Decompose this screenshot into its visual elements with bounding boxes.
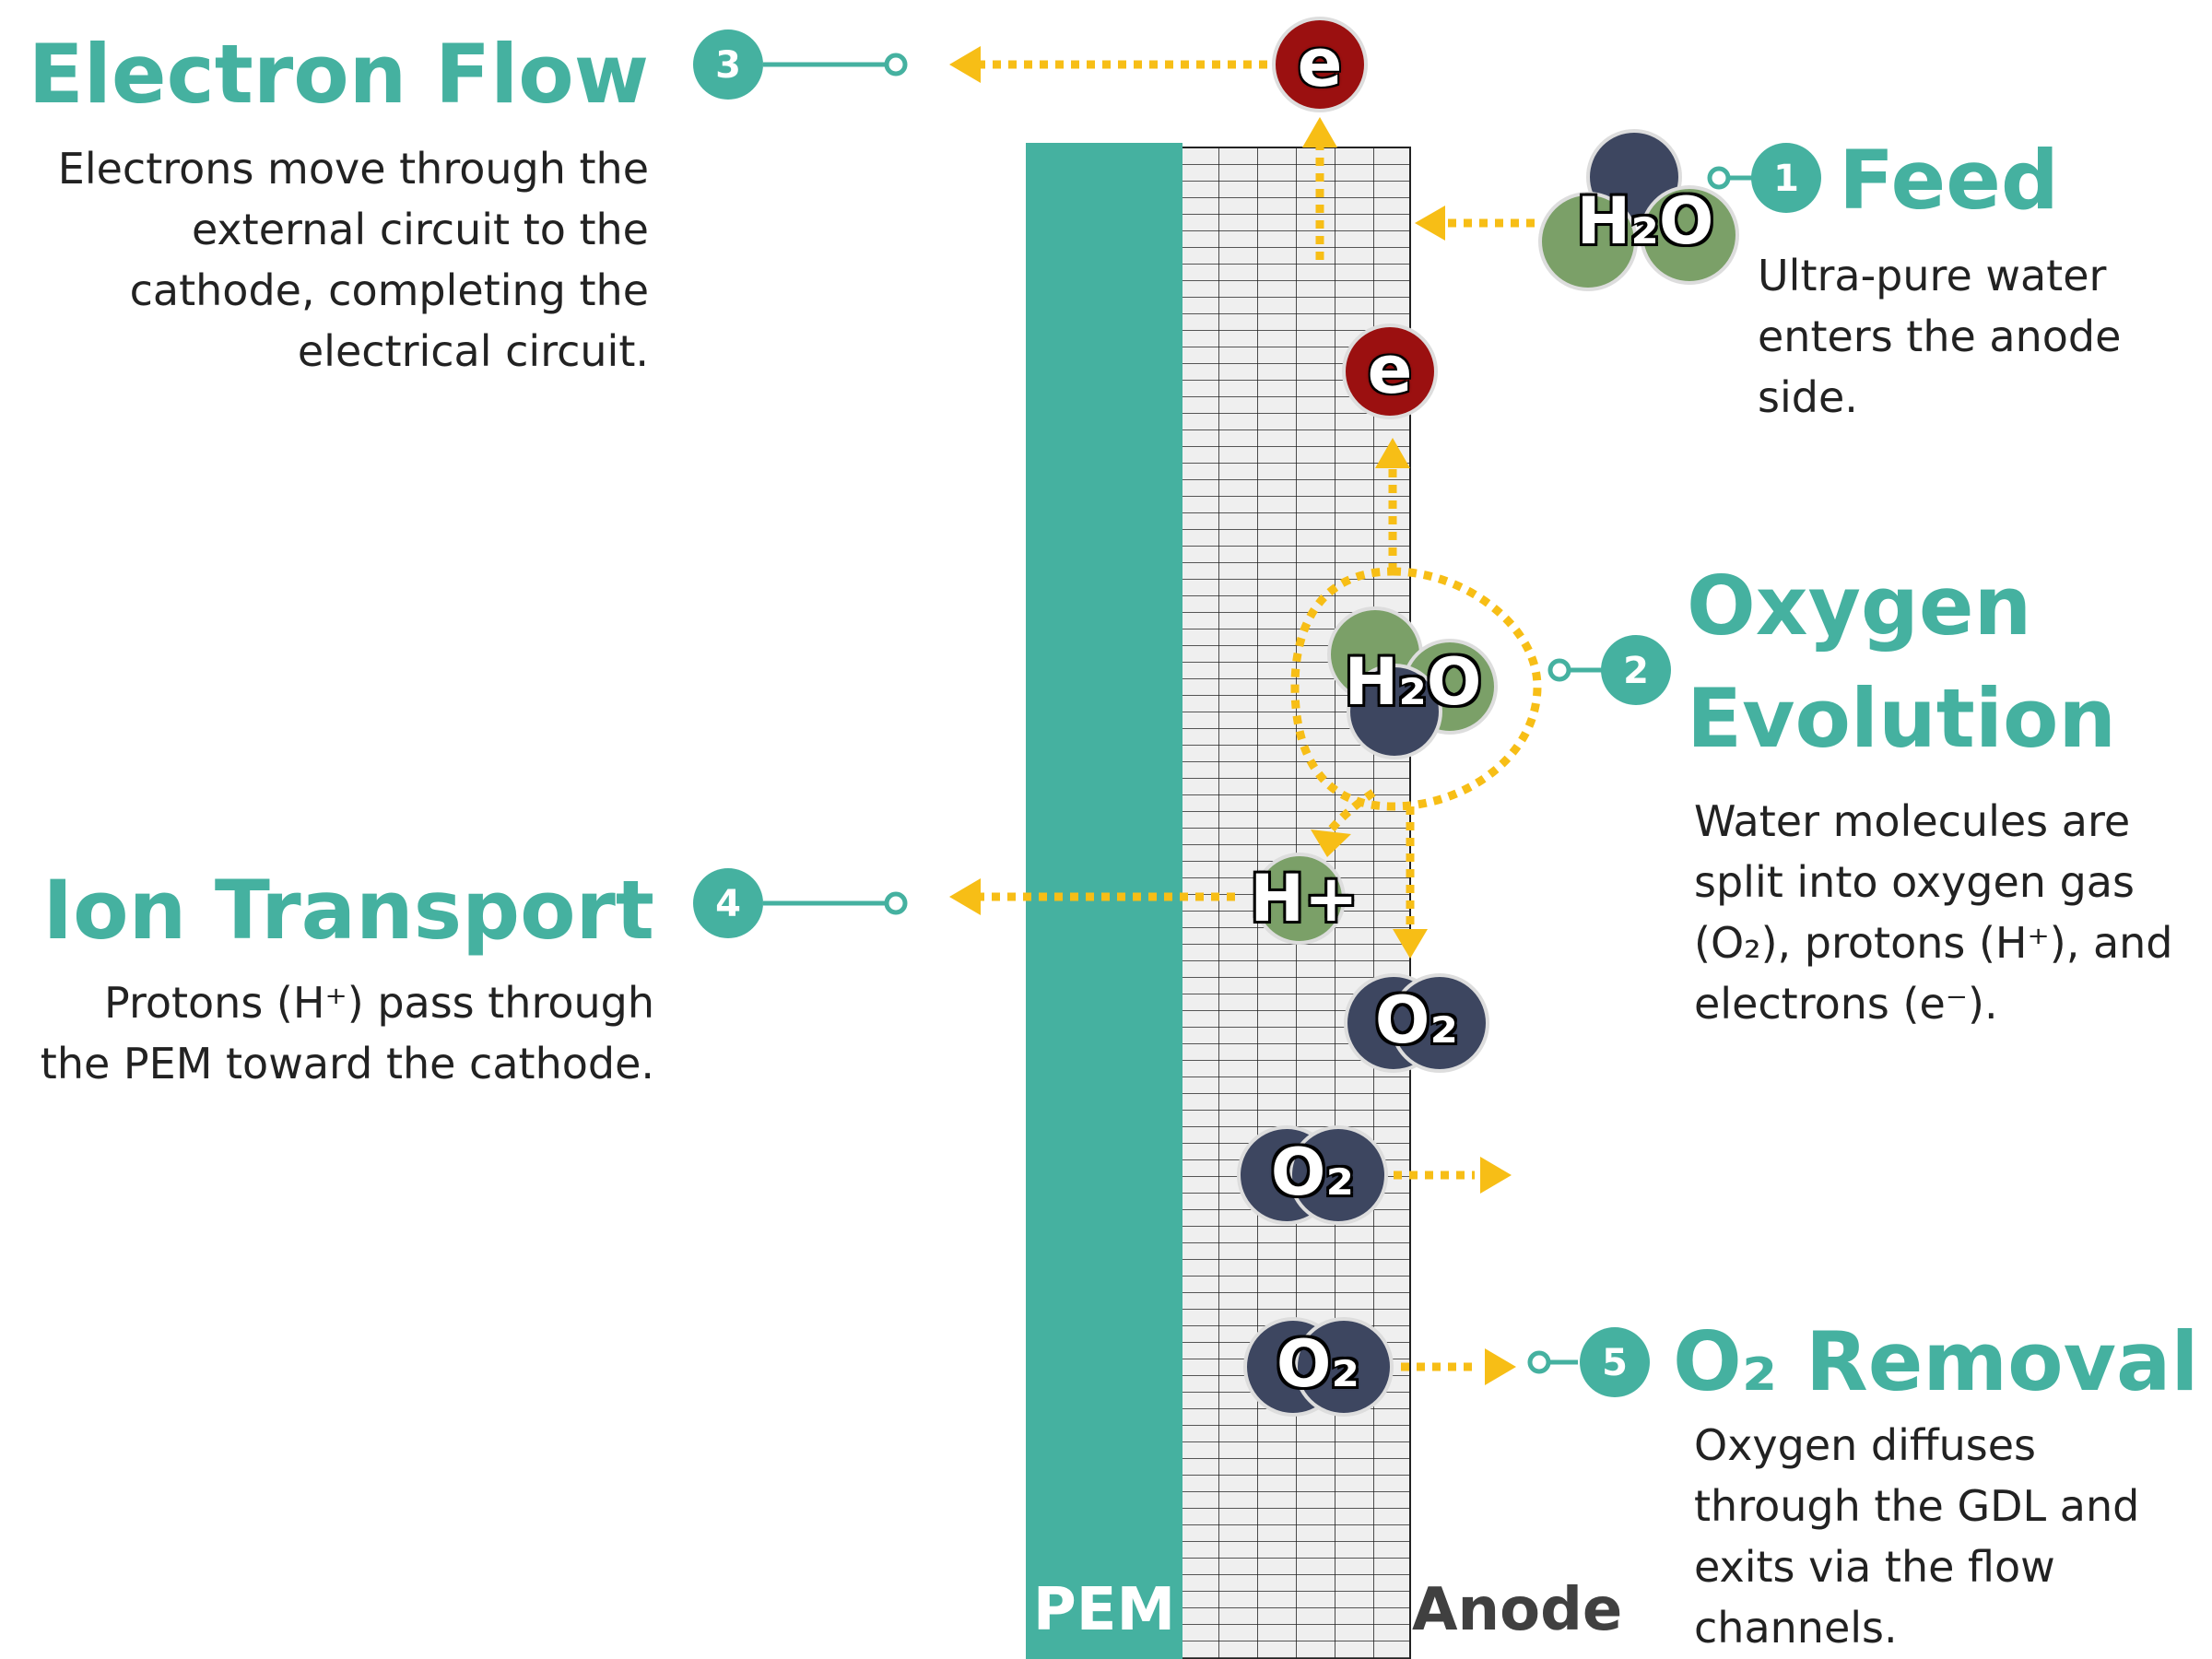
- step-1-number: 1: [1773, 158, 1799, 200]
- anode-label: Anode: [1412, 1576, 1623, 1644]
- connector-4-end: [884, 891, 908, 915]
- proton-split-arrow: [1324, 789, 1376, 837]
- step-2-badge: [1601, 635, 1671, 705]
- arrowhead-o2-exit-2: [1485, 1348, 1516, 1385]
- reacting-water-oxygen-atom: [1347, 664, 1442, 759]
- arrowhead-feed: [1415, 206, 1445, 241]
- reaction-circle-arrow: [1290, 567, 1542, 811]
- feed-water-hydrogen-atom: [1640, 185, 1739, 285]
- step-3-description: Electrons move through the external circ…: [57, 144, 649, 376]
- step-2-number: 2: [1623, 650, 1649, 692]
- step-1-title: Feed: [1839, 133, 2059, 228]
- o2-label: O₂: [1374, 982, 1459, 1058]
- step-2-title-line2: Evolution: [1687, 671, 2117, 766]
- electron-molecule: [1272, 17, 1368, 112]
- step-4-title: Ion Transport: [42, 863, 654, 958]
- connector-1-end: [1707, 166, 1731, 190]
- arrowhead-o2-exit-1: [1480, 1157, 1512, 1194]
- step-4-number: 4: [715, 883, 741, 925]
- o2-molecule-2-atom: [1288, 1125, 1388, 1225]
- arrowhead-ion-transport: [949, 878, 981, 915]
- connector-2-end: [1547, 658, 1571, 682]
- o2-label: O₂: [1276, 1326, 1360, 1402]
- step-5-description: Oxygen diffuses through the GDL and exit…: [1694, 1420, 2140, 1653]
- electron-label: e: [1297, 24, 1343, 101]
- step-5-badge: [1580, 1327, 1650, 1397]
- step-4-description: Protons (H⁺) pass through the PEM toward…: [40, 978, 654, 1088]
- electron-molecule: [1342, 324, 1438, 419]
- o2-label: O₂: [1270, 1135, 1355, 1210]
- connector-3-end: [884, 53, 908, 76]
- arrowhead-electron-flow: [949, 46, 981, 83]
- arrowhead-electron-up-top: [1302, 117, 1337, 147]
- step-1-badge: [1751, 143, 1821, 213]
- pem-label: PEM: [1032, 1576, 1176, 1644]
- step-3-badge: [693, 29, 763, 100]
- feed-water-label: H₂O: [1576, 183, 1714, 259]
- reacting-water-label: H₂O: [1344, 644, 1482, 720]
- feed-water-hydrogen-atom: [1538, 192, 1638, 291]
- arrowhead-electron-up-mid: [1375, 438, 1410, 468]
- arrowhead-oxygen: [1393, 929, 1428, 959]
- step-3-title: Electron Flow: [28, 27, 649, 122]
- o2-molecule-3-atom: [1294, 1317, 1394, 1417]
- arrowhead-proton: [1311, 830, 1351, 857]
- electron-label: e: [1367, 331, 1413, 408]
- step-5-number: 5: [1602, 1342, 1628, 1384]
- step-2-title-line1: Oxygen: [1687, 559, 2032, 653]
- proton-label: H+: [1250, 861, 1359, 936]
- step-3-number: 3: [715, 44, 741, 87]
- o2-molecule-1-atom: [1390, 973, 1489, 1073]
- connector-5-end: [1527, 1350, 1551, 1374]
- step-2-description: Water molecules are split into oxygen ga…: [1694, 796, 2173, 1029]
- step-4-badge: [693, 868, 763, 938]
- proton-molecule: [1253, 853, 1346, 945]
- step-1-description: Ultra-pure water enters the anode side.: [1758, 251, 2122, 422]
- step-5-title: O₂ Removal: [1673, 1314, 2199, 1409]
